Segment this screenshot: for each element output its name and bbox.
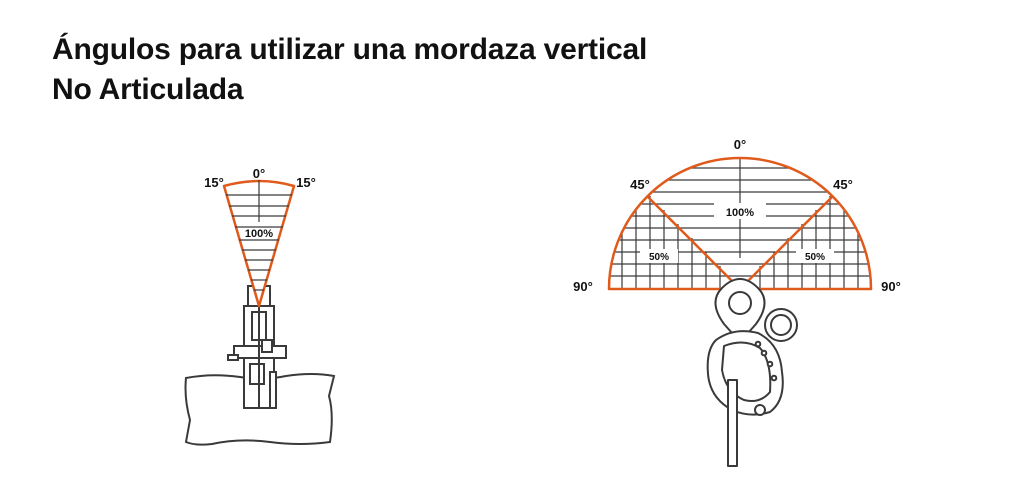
left-diagram: 100% 0° 15° 15° [184, 166, 336, 446]
title-line-1: Ángulos para utilizar una mordaza vertic… [52, 33, 648, 66]
grid-fill [609, 158, 871, 289]
angle-label-top: 0° [734, 137, 746, 152]
right-diagram: 100% 50% 50% 0° 45° 45° 90° 90° [573, 137, 901, 467]
angle-label-right: 15° [296, 175, 316, 190]
angle-label-center: 0° [253, 166, 265, 181]
title-line-2: No Articulada [52, 73, 244, 106]
angle-label-left: 15° [204, 175, 224, 190]
angle-label-left-90: 90° [573, 279, 593, 294]
page-title: Ángulos para utilizar una mordaza vertic… [52, 30, 647, 110]
angle-label-right-90: 90° [881, 279, 901, 294]
angle-label-right-45: 45° [833, 177, 853, 192]
clamp-front-view [706, 278, 798, 467]
capacity-center: 100% [726, 207, 754, 219]
angle-label-left-45: 45° [630, 177, 650, 192]
capacity-right: 50% [805, 252, 825, 263]
capacity-label: 100% [245, 228, 273, 240]
capacity-left: 50% [649, 252, 669, 263]
angle-outline [607, 156, 873, 291]
angle-cone-15: 100% [222, 179, 296, 308]
